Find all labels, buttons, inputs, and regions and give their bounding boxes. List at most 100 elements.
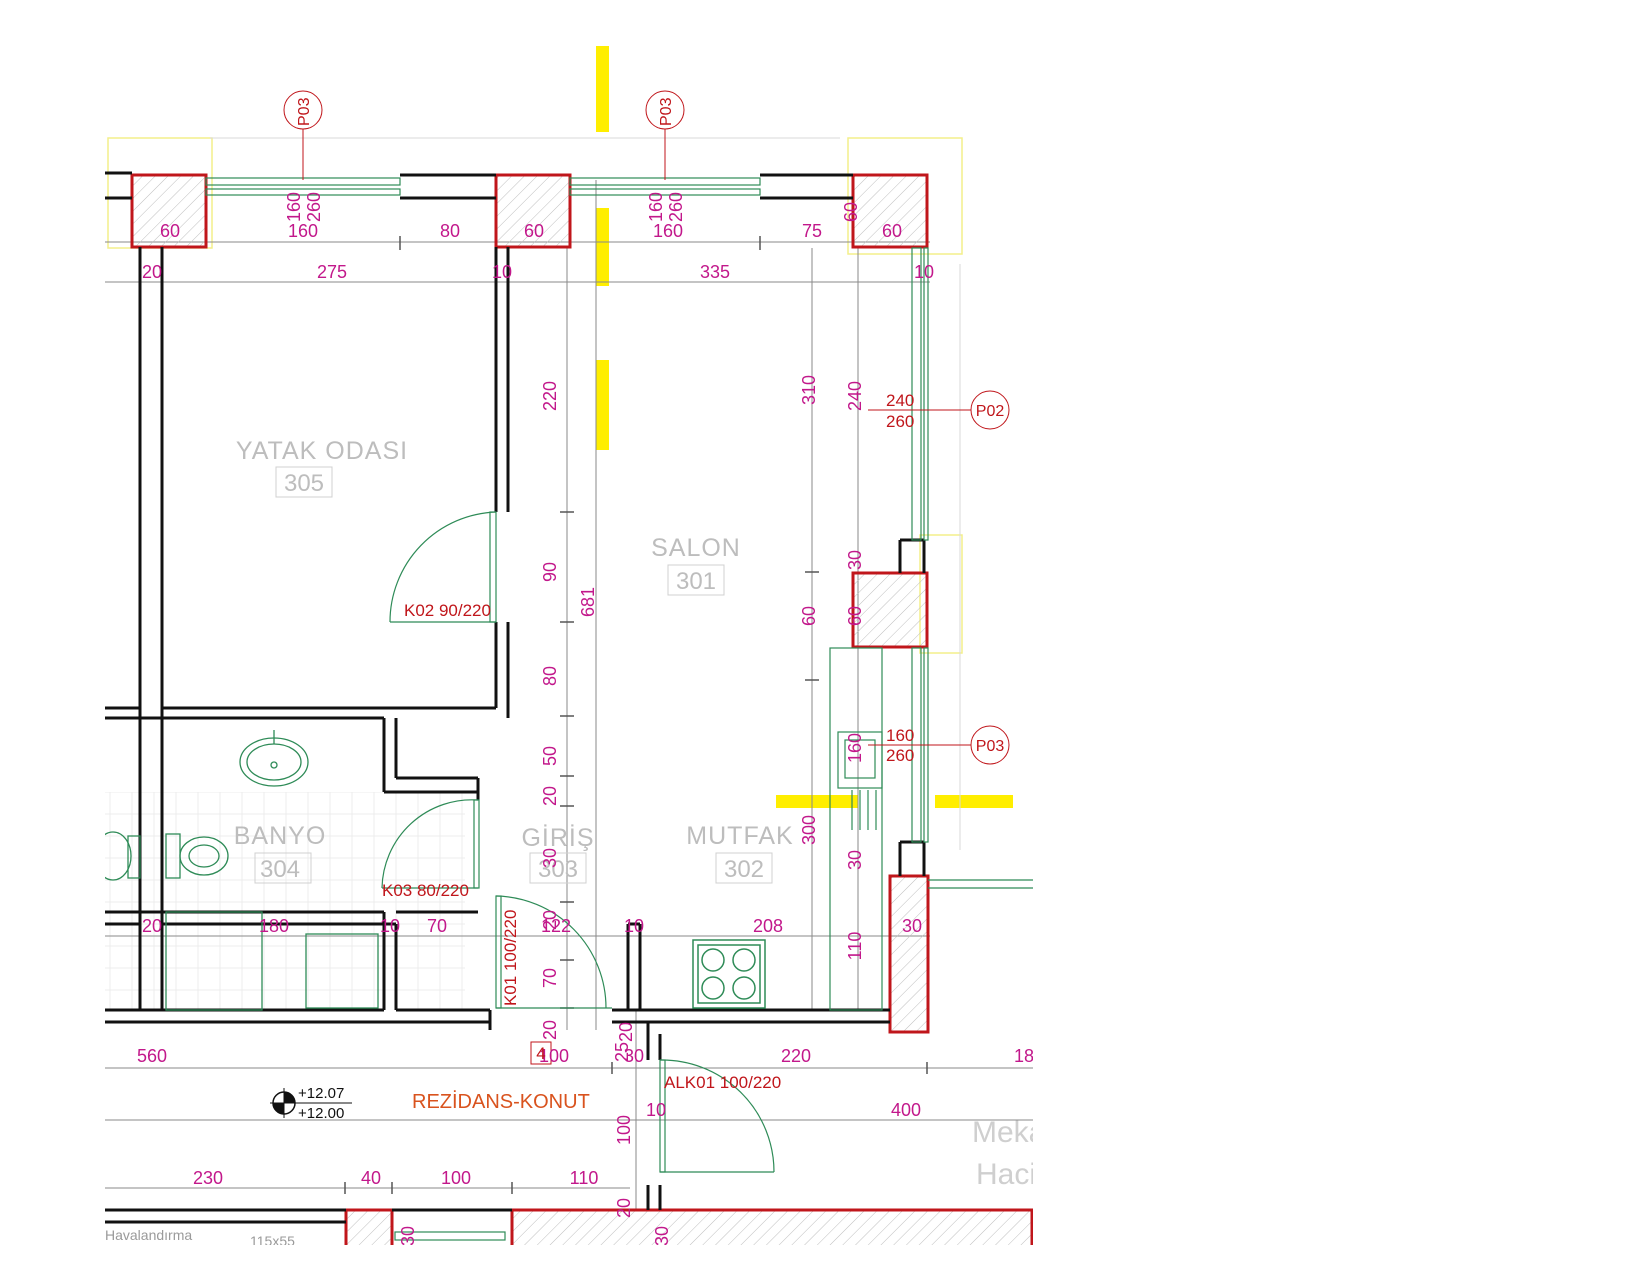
dimension-label: 681 [578, 587, 598, 617]
dimension-label: 40 [361, 1168, 381, 1188]
dimension-label: 30 [540, 848, 560, 868]
dimension-label: 20 [540, 910, 560, 930]
dimension-label: 400 [891, 1100, 921, 1120]
level-marker-icon [270, 1088, 352, 1118]
dimension-label: 10 [646, 1100, 666, 1120]
dimension-label: 310 [799, 375, 819, 405]
room-number: 304 [260, 856, 300, 883]
dimension-label: 100 [441, 1168, 471, 1188]
dimension-ticks [344, 236, 928, 1194]
dimension-label: 20 [614, 1198, 634, 1218]
dimension-label: 25 [612, 1042, 632, 1062]
dimension-label: 230 [193, 1168, 223, 1188]
columns [130, 173, 1033, 1245]
vent-size: 115x55 [250, 1233, 295, 1249]
window-height: 260 [666, 192, 686, 222]
dimension-label: 110 [570, 1168, 599, 1188]
dimension-label: 20 [540, 1020, 560, 1040]
window-height: 260 [886, 746, 914, 765]
room-name: BANYO [234, 822, 327, 850]
bathroom-cabinets [165, 911, 379, 1011]
dimension-lines [105, 180, 1033, 1210]
bathroom-tiles [105, 792, 465, 1010]
section-markers [596, 46, 1013, 808]
doors [381, 511, 775, 1173]
door-label: K03 80/220 [382, 881, 469, 900]
room-number: 303 [538, 856, 578, 883]
dimension-label: 160 [845, 733, 865, 763]
step-number: 4 [536, 1044, 545, 1063]
door-label: ALK01 100/220 [664, 1073, 781, 1092]
dimension-label: 335 [700, 262, 730, 282]
room-name: MUTFAK [686, 822, 793, 850]
outside-label: Haci [976, 1158, 1036, 1191]
door-label: K01 100/220 [501, 910, 520, 1006]
dimension-label: 70 [427, 916, 447, 936]
dimension-label: 560 [137, 1046, 167, 1066]
vent-note: Havalandırma [105, 1227, 192, 1243]
dimension-label: 30 [845, 550, 865, 570]
room-name: YATAK ODASI [236, 437, 408, 465]
dimension-label: 60 [882, 221, 902, 241]
door-label: K02 90/220 [404, 601, 491, 620]
sink-icon [239, 730, 309, 787]
dimension-label: 30 [398, 1226, 418, 1246]
dimension-label: 60 [160, 221, 180, 241]
window-height: 260 [304, 192, 324, 222]
window-tag-id: P02 [976, 403, 1005, 420]
window-tag-id: P03 [976, 738, 1005, 755]
dimension-label: 50 [540, 746, 560, 766]
dimension-label: 10 [492, 262, 512, 282]
dimension-label: 220 [540, 381, 560, 411]
dimension-label: 300 [799, 815, 819, 845]
tag-leaders [283, 90, 1010, 765]
dimension-label: 60 [845, 606, 865, 626]
dimension-label: 30 [845, 850, 865, 870]
window-width: 160 [886, 726, 914, 745]
dimension-label: 275 [317, 262, 347, 282]
dimension-label: 30 [902, 916, 922, 936]
dimension-label: 208 [753, 916, 783, 936]
window-width: 160 [284, 192, 304, 222]
dimension-label: 80 [440, 221, 460, 241]
dimension-label: 18 [1014, 1046, 1034, 1066]
dimension-label: 60 [524, 221, 544, 241]
dimension-label: 20 [142, 916, 162, 936]
outside-label: Meka [972, 1116, 1046, 1149]
dimension-label: 10 [624, 916, 644, 936]
room-name: SALON [651, 534, 741, 562]
dimension-label: 240 [845, 381, 865, 411]
zone-label: REZİDANS-KONUT [412, 1090, 590, 1113]
dimension-label: 110 [845, 932, 865, 961]
window-tag-id: P03 [658, 97, 675, 126]
kitchen-counter [829, 647, 883, 1011]
dimension-label: 20 [616, 1022, 636, 1042]
window-height: 260 [886, 412, 914, 431]
step-box [530, 1041, 552, 1065]
dimension-label: 60 [799, 606, 819, 626]
room-number: 302 [724, 856, 764, 883]
guide-lines [210, 137, 961, 850]
level-bottom: +12.00 [298, 1105, 344, 1122]
dimension-label: 60 [841, 202, 861, 222]
window-width: 160 [646, 192, 666, 222]
room-number-boxes [254, 466, 773, 884]
dimension-label: 220 [781, 1046, 811, 1066]
dimension-label: 160 [288, 221, 318, 241]
dimension-label: 10 [914, 262, 934, 282]
dimension-label: 30 [624, 1046, 644, 1066]
window-width: 240 [886, 391, 914, 410]
dimension-label: 80 [540, 666, 560, 686]
dimension-label: 20 [540, 786, 560, 806]
dimension-label: 30 [652, 1226, 672, 1246]
dimension-label: 75 [802, 221, 822, 241]
room-number: 301 [676, 568, 716, 595]
room-name: GİRİŞ [521, 823, 594, 852]
dimension-label: 160 [653, 221, 683, 241]
dimension-label: 70 [540, 968, 560, 988]
walls [105, 171, 926, 1224]
room-number: 305 [284, 470, 324, 497]
dimension-label: 100 [614, 1115, 634, 1145]
dimension-label: 180 [259, 916, 289, 936]
